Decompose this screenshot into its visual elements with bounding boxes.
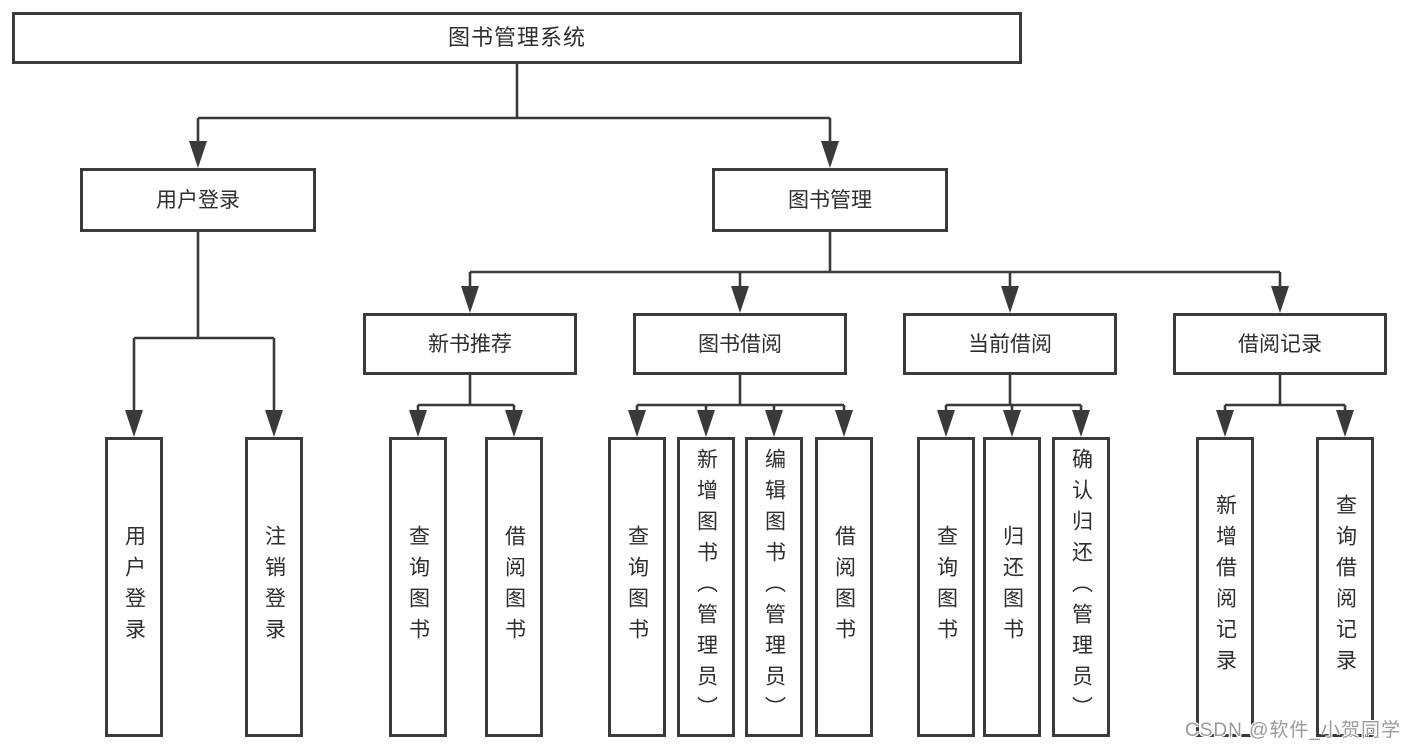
- node-label: 查询借阅记录: [1333, 494, 1357, 680]
- leaf-query-borrow-record: 查询借阅记录: [1316, 437, 1374, 737]
- node-label: 确认归还（管理员）: [1069, 447, 1093, 727]
- leaf-edit-book-admin: 编辑图书（管理员）: [745, 437, 803, 737]
- node-current-borrow: 当前借阅: [903, 313, 1117, 375]
- leaf-add-borrow-record: 新增借阅记录: [1196, 437, 1254, 737]
- node-label: 图书借阅: [698, 332, 782, 356]
- leaf-borrow-books-recommend: 借阅图书: [485, 437, 543, 737]
- node-book-borrow: 图书借阅: [633, 313, 847, 375]
- leaf-borrow-books: 借阅图书: [815, 437, 873, 737]
- node-user-login: 用户登录: [80, 168, 316, 232]
- node-label: 用户登录: [122, 525, 146, 649]
- leaf-query-books-current: 查询图书: [917, 437, 975, 737]
- leaf-return-book: 归还图书: [983, 437, 1041, 737]
- node-label: 图书管理: [788, 188, 872, 212]
- node-label: 新增借阅记录: [1213, 494, 1237, 680]
- node-label: 新书推荐: [428, 332, 512, 356]
- node-label: 新增图书（管理员）: [694, 447, 718, 727]
- watermark: CSDN @软件_小贺同学: [1185, 720, 1401, 741]
- node-label: 查询图书: [625, 525, 649, 649]
- leaf-user-login: 用户登录: [105, 437, 163, 737]
- node-label: 用户登录: [156, 188, 240, 212]
- node-label: 借阅图书: [832, 525, 856, 649]
- leaf-logout: 注销登录: [245, 437, 303, 737]
- node-label: 注销登录: [262, 525, 286, 649]
- leaf-query-books-recommend: 查询图书: [389, 437, 447, 737]
- node-label: 图书管理系统: [447, 25, 586, 50]
- node-library-management-system: 图书管理系统: [12, 12, 1022, 64]
- node-label: 查询图书: [934, 525, 958, 649]
- leaf-query-books-borrow: 查询图书: [608, 437, 666, 737]
- node-label: 当前借阅: [968, 332, 1052, 356]
- leaf-add-book-admin: 新增图书（管理员）: [677, 437, 735, 737]
- node-label: 编辑图书（管理员）: [762, 447, 786, 727]
- node-label: 借阅记录: [1238, 332, 1322, 356]
- node-new-book-recommend: 新书推荐: [363, 313, 577, 375]
- node-label: 归还图书: [1000, 525, 1024, 649]
- node-borrow-records: 借阅记录: [1173, 313, 1387, 375]
- leaf-confirm-return-admin: 确认归还（管理员）: [1052, 437, 1110, 737]
- node-book-management: 图书管理: [712, 168, 948, 232]
- node-label: 查询图书: [406, 525, 430, 649]
- node-label: 借阅图书: [502, 525, 526, 649]
